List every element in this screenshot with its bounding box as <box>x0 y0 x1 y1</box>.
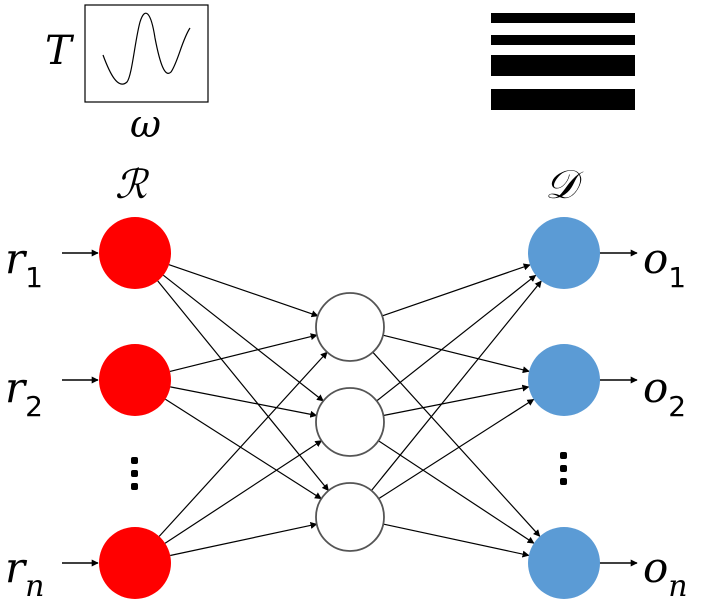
hidden-node <box>315 292 385 362</box>
connections <box>157 263 542 558</box>
inset-plot-x-label: ω <box>130 102 161 146</box>
hidden-node <box>315 387 385 457</box>
ellipsis-dot <box>560 452 567 459</box>
input-hidden-edge <box>170 521 318 557</box>
input-label-r1: r1 <box>5 234 43 294</box>
barcode-bar <box>491 35 635 45</box>
input-node <box>99 527 171 599</box>
ellipsis-dot <box>131 483 138 490</box>
output-ellipsis <box>560 452 567 485</box>
hidden-output-edge <box>378 440 535 544</box>
input-hidden-edge <box>168 264 319 318</box>
barcode-bar <box>491 89 635 110</box>
input-label-rn: rn <box>5 543 44 604</box>
hidden-layer <box>315 292 385 552</box>
input-node <box>99 217 171 289</box>
hidden-output-edge <box>372 351 541 537</box>
input-hidden-edge <box>165 398 322 500</box>
barcode-bar <box>491 13 635 23</box>
input-layer-label: ℛ <box>115 162 150 208</box>
output-node <box>528 344 600 416</box>
hidden-output-edge <box>381 263 531 317</box>
ellipsis-dot <box>131 470 138 477</box>
ellipsis-dot <box>131 457 138 464</box>
output-layer <box>528 217 600 599</box>
ellipsis-dot <box>560 478 567 485</box>
input-ellipsis <box>131 457 138 490</box>
input-hidden-edge <box>158 351 328 537</box>
inset-plot-y-label: T <box>45 28 75 74</box>
inset-plot-curve <box>102 12 191 85</box>
hidden-output-edge <box>376 274 537 402</box>
input-hidden-edge <box>162 274 324 402</box>
output-layer-label: 𝒟 <box>545 162 584 208</box>
barcode-bar <box>491 55 635 76</box>
input-arrows <box>62 249 99 567</box>
input-labels: r1 r2 rn <box>5 234 44 604</box>
input-layer <box>99 217 171 599</box>
hidden-output-edge <box>370 280 542 491</box>
input-hidden-edge <box>169 333 318 372</box>
output-node <box>528 527 600 599</box>
input-node <box>99 344 171 416</box>
input-label-r2: r2 <box>5 363 43 423</box>
barcode-pattern <box>491 13 635 110</box>
hidden-output-edge <box>378 398 535 500</box>
inset-plot-frame <box>84 4 209 103</box>
ellipsis-dot <box>560 465 567 472</box>
output-arrows <box>599 249 638 567</box>
hidden-output-edge <box>382 334 530 374</box>
hidden-output-edge <box>383 523 530 558</box>
input-hidden-edge <box>164 440 323 544</box>
output-labels: o1 o2 on <box>643 234 688 604</box>
inset-plot: T ω <box>45 4 209 146</box>
output-label-on: on <box>643 543 688 604</box>
output-label-o1: o1 <box>643 234 686 294</box>
input-hidden-edge <box>157 280 329 492</box>
output-node <box>528 217 600 289</box>
output-label-o2: o2 <box>643 363 686 423</box>
input-hidden-edge <box>170 386 318 418</box>
hidden-node <box>315 482 385 552</box>
hidden-output-edge <box>383 384 530 417</box>
